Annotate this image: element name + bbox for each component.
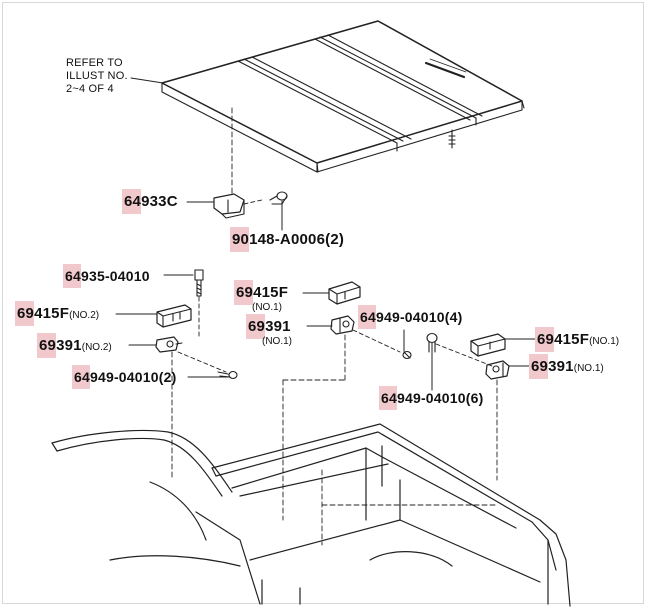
part-qty: (NO.2)	[81, 342, 112, 353]
cover-clamp-part	[213, 193, 263, 219]
part-prefix: 64	[358, 305, 376, 329]
note-leader-line	[130, 77, 164, 84]
part-qty: (NO.1)	[252, 302, 282, 313]
part-number: 415F	[554, 331, 590, 348]
part-callout-69415f-no2[interactable]: 69415F(NO.2)	[15, 301, 100, 326]
part-prefix: 64	[72, 365, 90, 389]
part-prefix: 69	[234, 280, 254, 305]
part-qty: (2)	[325, 231, 345, 248]
part-prefix: 69	[15, 301, 35, 326]
part-qty: (NO.1)	[589, 336, 620, 347]
part-callout-69391-no2[interactable]: 69391(NO.2)	[37, 333, 112, 358]
part-prefix: 64	[63, 264, 81, 288]
part-number: 415F	[34, 305, 70, 322]
part-number: 933C	[141, 193, 178, 210]
part-qty: (NO.2)	[69, 310, 100, 321]
part-prefix: 69	[535, 327, 555, 352]
part-number: 935-04010	[80, 268, 150, 284]
part-qty: (6)	[465, 390, 484, 406]
part-prefix: 90	[230, 227, 250, 252]
screw-90148-part	[269, 191, 288, 231]
truck-bed-body	[51, 423, 571, 607]
note-line-3: 2~4 OF 4	[66, 83, 114, 95]
part-number: 148-A0006	[249, 231, 326, 248]
part-callout-69415f-no1-center[interactable]: 69415F (NO.1)	[234, 280, 289, 313]
part-qty: (4)	[444, 309, 463, 325]
tonneau-cover-panel	[161, 20, 525, 173]
part-prefix: 64	[379, 386, 397, 410]
part-number: 949-04010	[396, 390, 466, 406]
part-prefix: 69	[529, 354, 549, 379]
part-number: 949-04010	[375, 309, 445, 325]
part-callout-90148-a0006[interactable]: 90148-A0006(2)	[230, 227, 345, 252]
right-bracket-group	[426, 332, 538, 481]
part-number: 415F	[253, 284, 289, 301]
part-callout-64935-04010[interactable]: 64935-04010	[63, 264, 150, 288]
part-number: 391	[265, 318, 291, 335]
part-number: 391	[56, 337, 82, 354]
part-callout-69391-no1-right[interactable]: 69391(NO.1)	[529, 354, 604, 379]
part-number: 949-04010	[89, 369, 159, 385]
part-prefix: 69	[37, 333, 57, 358]
part-prefix: 64	[122, 189, 142, 214]
part-callout-64933c[interactable]: 64933C	[122, 189, 178, 214]
center-bracket-group	[302, 281, 412, 381]
part-callout-64949-04010-4[interactable]: 64949-04010(4)	[358, 305, 463, 329]
part-callout-69391-no1-center[interactable]: 69391 (NO.1)	[246, 314, 292, 347]
part-prefix: 69	[246, 314, 266, 339]
refer-to-note: REFER TO ILLUST NO. 2~4 OF 4	[66, 57, 128, 96]
left-bracket-group	[115, 269, 238, 481]
note-line-1: REFER TO	[66, 57, 123, 69]
part-qty: (NO.1)	[262, 336, 292, 347]
part-callout-64949-04010-2[interactable]: 64949-04010(2)	[72, 365, 177, 389]
part-number: 391	[548, 358, 574, 375]
part-callout-64949-04010-6[interactable]: 64949-04010(6)	[379, 386, 484, 410]
part-callout-69415f-no1-right[interactable]: 69415F(NO.1)	[535, 327, 620, 352]
part-qty: (NO.1)	[573, 363, 604, 374]
note-line-2: ILLUST NO.	[66, 70, 128, 82]
part-qty: (2)	[158, 369, 177, 385]
